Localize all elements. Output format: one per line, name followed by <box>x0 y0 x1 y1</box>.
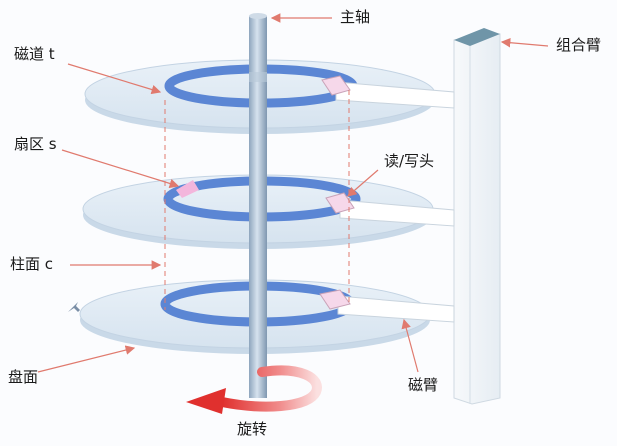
sector-highlight <box>176 180 199 198</box>
rotation-arrow <box>186 365 322 414</box>
cursor-icon <box>68 302 80 312</box>
cylinder-guides <box>164 90 350 310</box>
label-spindle: 主轴 <box>340 8 371 26</box>
label-combined-arm: 组合臂 <box>556 36 602 54</box>
head-bottom <box>319 289 351 310</box>
label-head: 读/写头 <box>384 152 435 170</box>
spindle <box>249 13 267 398</box>
arm-middle <box>325 192 455 227</box>
label-sector: 扇区 s <box>14 135 57 153</box>
leader-lines <box>37 13 549 373</box>
arm-top <box>321 75 455 109</box>
label-track: 磁道 t <box>14 45 55 63</box>
label-rotation: 旋转 <box>237 420 268 438</box>
label-cylinder: 柱面 c <box>10 255 54 273</box>
arm-bottom <box>319 289 455 323</box>
label-platter: 盘面 <box>8 368 39 386</box>
combined-arm <box>453 28 501 405</box>
label-arm: 磁臂 <box>408 376 439 394</box>
head-middle <box>325 192 355 214</box>
head-top <box>321 75 351 96</box>
